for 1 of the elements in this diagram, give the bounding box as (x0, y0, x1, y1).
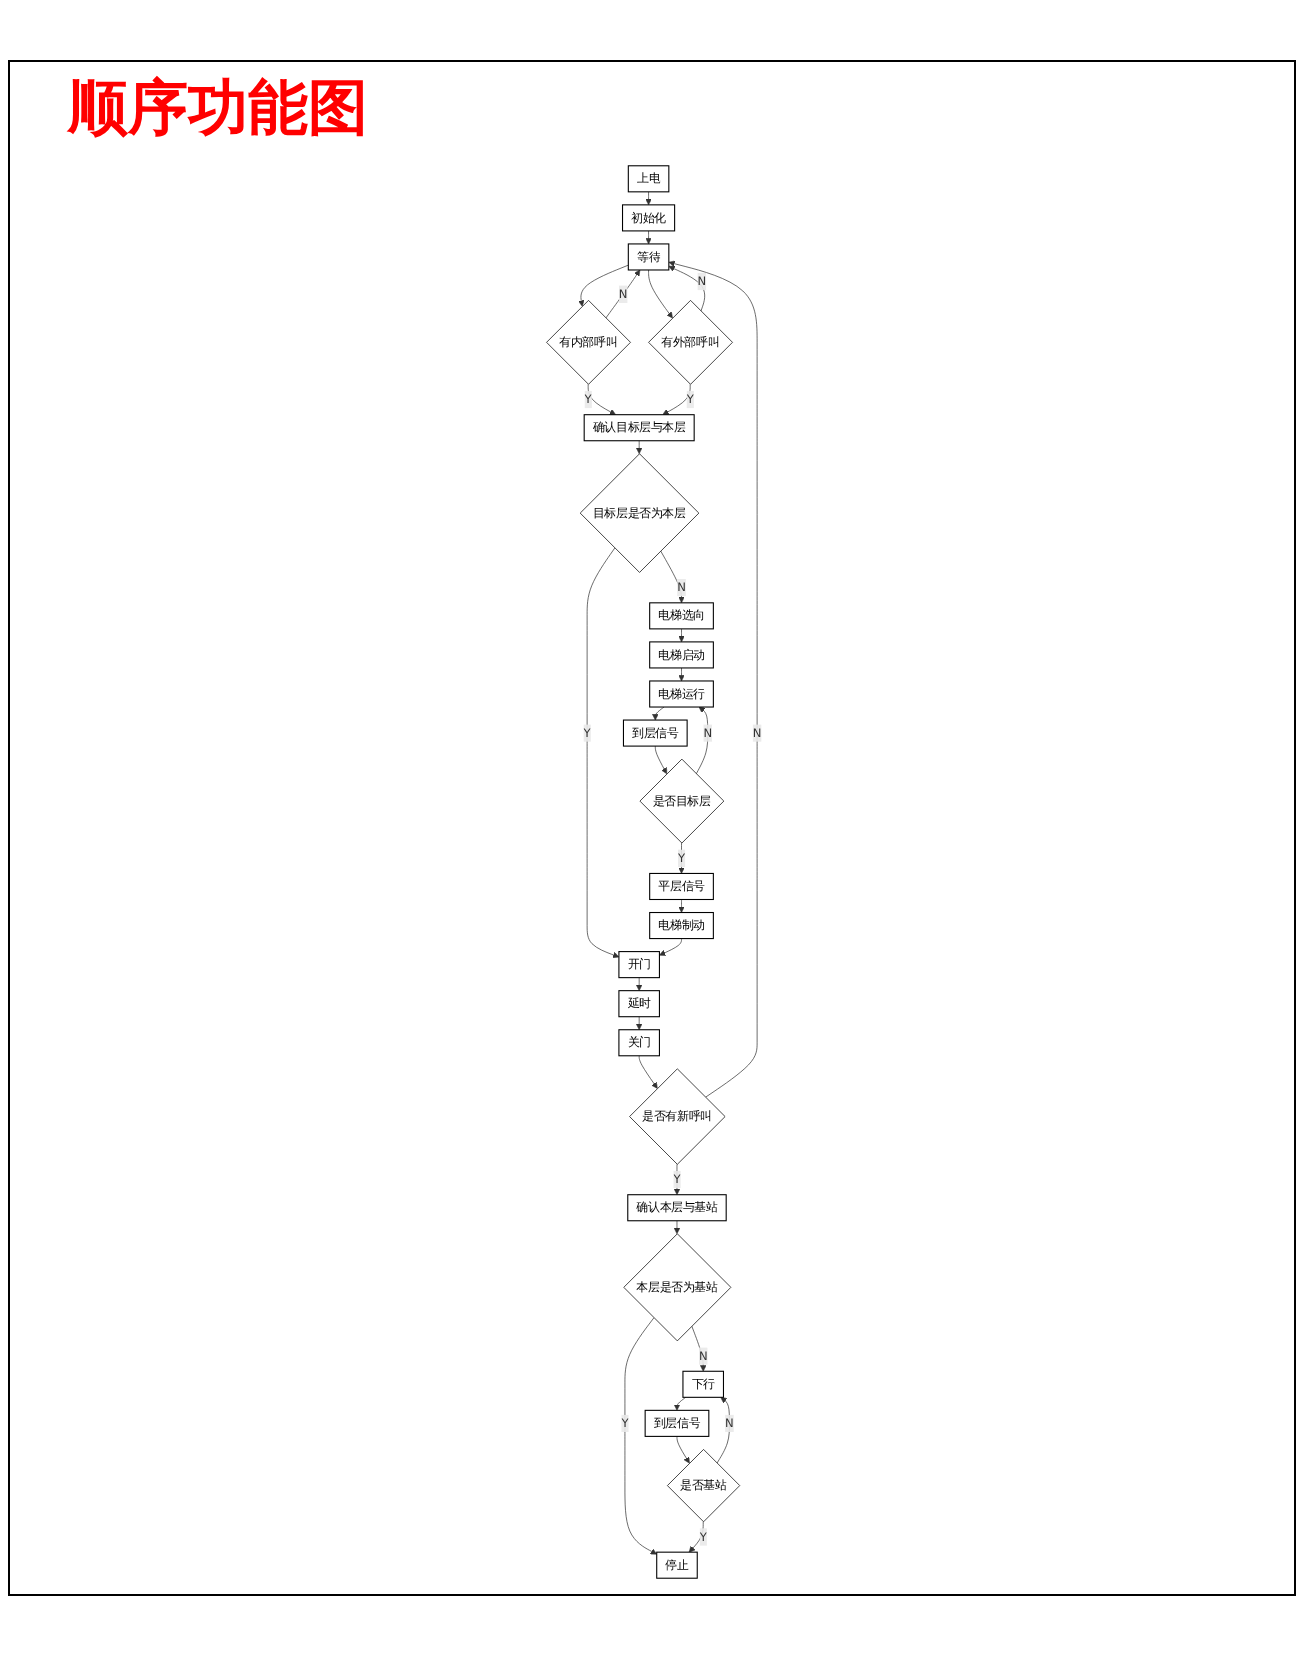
title: 顺序功能图 (68, 72, 368, 148)
